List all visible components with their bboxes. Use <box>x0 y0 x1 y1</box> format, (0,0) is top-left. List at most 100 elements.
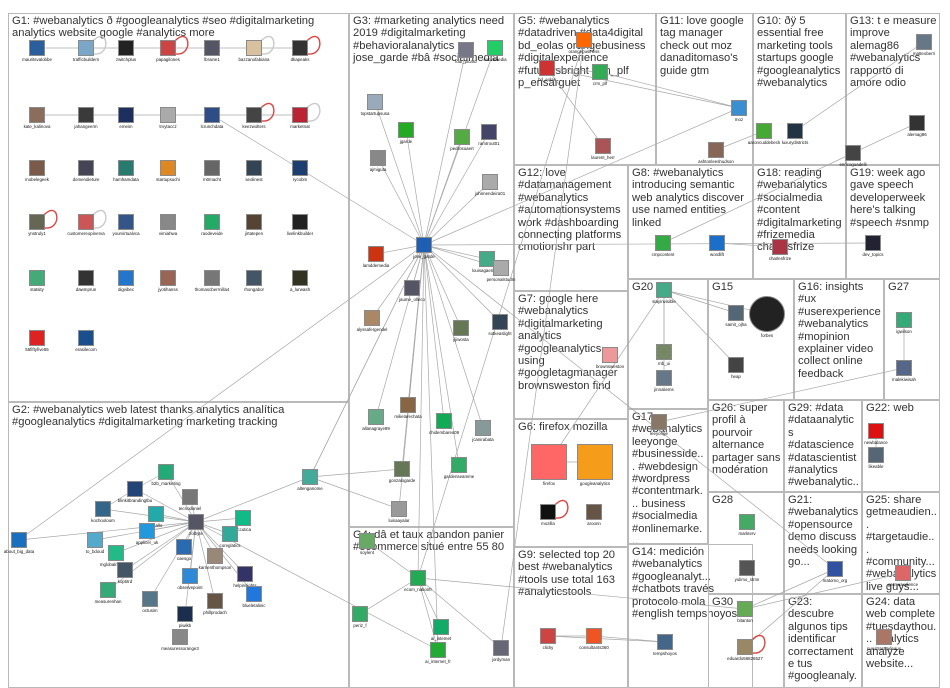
node-mglobalmarketin[interactable] <box>108 545 124 561</box>
node-seolinest[interactable] <box>246 160 262 176</box>
node-raodeveide[interactable] <box>204 214 220 230</box>
node-digvibec[interactable] <box>118 270 134 286</box>
node-moz[interactable] <box>731 100 747 116</box>
node-jinnaliems[interactable] <box>656 370 672 386</box>
node-crm_plf[interactable] <box>592 64 608 80</box>
node-a_lurwash[interactable] <box>292 270 308 286</box>
node-johnnendeira01[interactable] <box>482 174 498 190</box>
node-dkapeaks[interactable] <box>292 40 308 56</box>
node-vimiahwa[interactable] <box>160 214 176 230</box>
node-koptitrd[interactable] <box>117 562 133 578</box>
node-piwikb[interactable] <box>177 606 193 622</box>
node-eduardo56826527[interactable] <box>737 639 753 655</box>
node-alyssafergendel[interactable] <box>364 310 380 326</box>
node-zolbyte[interactable] <box>188 514 204 530</box>
node-blinkitbrandingtbu[interactable] <box>127 481 143 497</box>
node-to_bdoud[interactable] <box>87 532 103 548</box>
node-forbes[interactable] <box>749 296 785 332</box>
node-tecnodaniel[interactable] <box>182 489 198 505</box>
node-startupsuchi[interactable] <box>160 160 176 176</box>
node-louisagaentrout[interactable] <box>479 251 495 267</box>
node-m0macht[interactable] <box>204 160 220 176</box>
node-phillprodach[interactable] <box>207 593 223 609</box>
node-karnenthompson[interactable] <box>207 548 223 564</box>
node-observepoint[interactable] <box>182 568 198 584</box>
node-likeable[interactable] <box>868 447 884 463</box>
node-socialmedia[interactable] <box>487 40 503 56</box>
node-topstartupsusa[interactable] <box>367 94 383 110</box>
node-55fiftyfive55[interactable] <box>29 330 45 346</box>
node-luisaayalar[interactable] <box>391 501 407 517</box>
node-pedrosuaert[interactable] <box>454 129 470 145</box>
node-marketnat[interactable] <box>292 107 308 123</box>
node-matomo_org[interactable] <box>827 561 843 577</box>
node-personalstudm[interactable] <box>493 260 509 276</box>
node-gonzalogarde[interactable] <box>394 461 410 477</box>
node-ynstruly1[interactable] <box>29 214 45 230</box>
node-b2b_marketing[interactable] <box>158 464 174 480</box>
node-newbalance[interactable] <box>868 423 884 439</box>
node-jahangeerm[interactable] <box>78 107 94 123</box>
node-bazzanofabiana[interactable] <box>246 40 262 56</box>
node-gardenseamme[interactable] <box>451 457 467 473</box>
node-sotkeaslight[interactable] <box>492 314 508 330</box>
node-firefox[interactable] <box>531 444 567 480</box>
node-bitanton[interactable] <box>737 601 753 617</box>
node-nuestrastradeaux[interactable] <box>876 629 892 645</box>
node-lcrunchdata[interactable] <box>204 107 220 123</box>
node-erasilecom[interactable] <box>78 330 94 346</box>
node-mobelegeek[interactable] <box>29 160 45 176</box>
node-yourvirtualvca[interactable] <box>118 214 134 230</box>
node-soylent[interactable] <box>359 533 375 549</box>
node-luxurydistricts[interactable] <box>787 123 803 139</box>
node-thomascberrnilla4[interactable] <box>204 270 220 286</box>
node-jaume_olleco[interactable] <box>404 280 420 296</box>
node-dev_topics[interactable] <box>865 235 881 251</box>
node-caesgo[interactable] <box>176 539 192 555</box>
node-matteoberri[interactable] <box>916 34 932 50</box>
node-periz_f[interactable] <box>352 606 368 622</box>
node-hamhamdata[interactable] <box>118 160 134 176</box>
node-kate_kalinova[interactable] <box>29 107 45 123</box>
node-chidembarex09[interactable] <box>436 413 452 429</box>
node-accutica[interactable] <box>235 510 251 526</box>
node-loui_picard[interactable] <box>458 42 474 58</box>
node-livelinkbuilder[interactable] <box>292 214 308 230</box>
node-emeim[interactable] <box>118 107 134 123</box>
node-rhongabor[interactable] <box>246 270 262 286</box>
node-charlesfrize[interactable] <box>772 239 788 255</box>
node-trafficbuilders[interactable] <box>78 40 94 56</box>
node-ai_intemet[interactable] <box>433 619 449 635</box>
node-cmpcontent[interactable] <box>655 235 671 251</box>
node-orangebusiness[interactable] <box>576 32 592 48</box>
node-clicky[interactable] <box>540 628 556 644</box>
node-jyotihanss[interactable] <box>160 270 176 286</box>
node-octusim[interactable] <box>142 591 158 607</box>
node-malekiwisah[interactable] <box>896 360 912 376</box>
node-papagilones[interactable] <box>160 40 176 56</box>
node-ai_internet_fr[interactable] <box>430 642 446 658</box>
node-tempshoyos[interactable] <box>657 634 673 650</box>
node-alemag86[interactable] <box>909 115 925 131</box>
node-mikelarechata[interactable] <box>400 397 416 413</box>
node-rnb_ui[interactable] <box>656 344 672 360</box>
node-lamddemedia[interactable] <box>368 246 384 262</box>
node-aktallo[interactable] <box>148 506 164 522</box>
node-ecom_nationfr[interactable] <box>410 570 426 586</box>
node-jijiwosta[interactable] <box>453 320 469 336</box>
node-brownsweston[interactable] <box>602 347 618 363</box>
node-altenganome[interactable] <box>302 469 318 485</box>
node-aaroncuddebeck[interactable] <box>756 123 772 139</box>
node-mozilla[interactable] <box>540 504 556 520</box>
node-aroonn[interactable] <box>586 504 602 520</box>
node-jcanirabata[interactable] <box>475 420 491 436</box>
node-rycobm[interactable] <box>292 160 308 176</box>
node-bd_eolas[interactable] <box>539 60 555 76</box>
node-measurenhan[interactable] <box>100 582 116 598</box>
node-measuressorange3[interactable] <box>172 629 188 645</box>
node-leeyonge[interactable] <box>651 414 667 430</box>
node-enricoguadelli[interactable] <box>845 145 861 161</box>
node-samit_ojha[interactable] <box>728 305 744 321</box>
node-domendieture[interactable] <box>78 160 94 176</box>
node-mauritsvalobbe[interactable] <box>29 40 45 56</box>
